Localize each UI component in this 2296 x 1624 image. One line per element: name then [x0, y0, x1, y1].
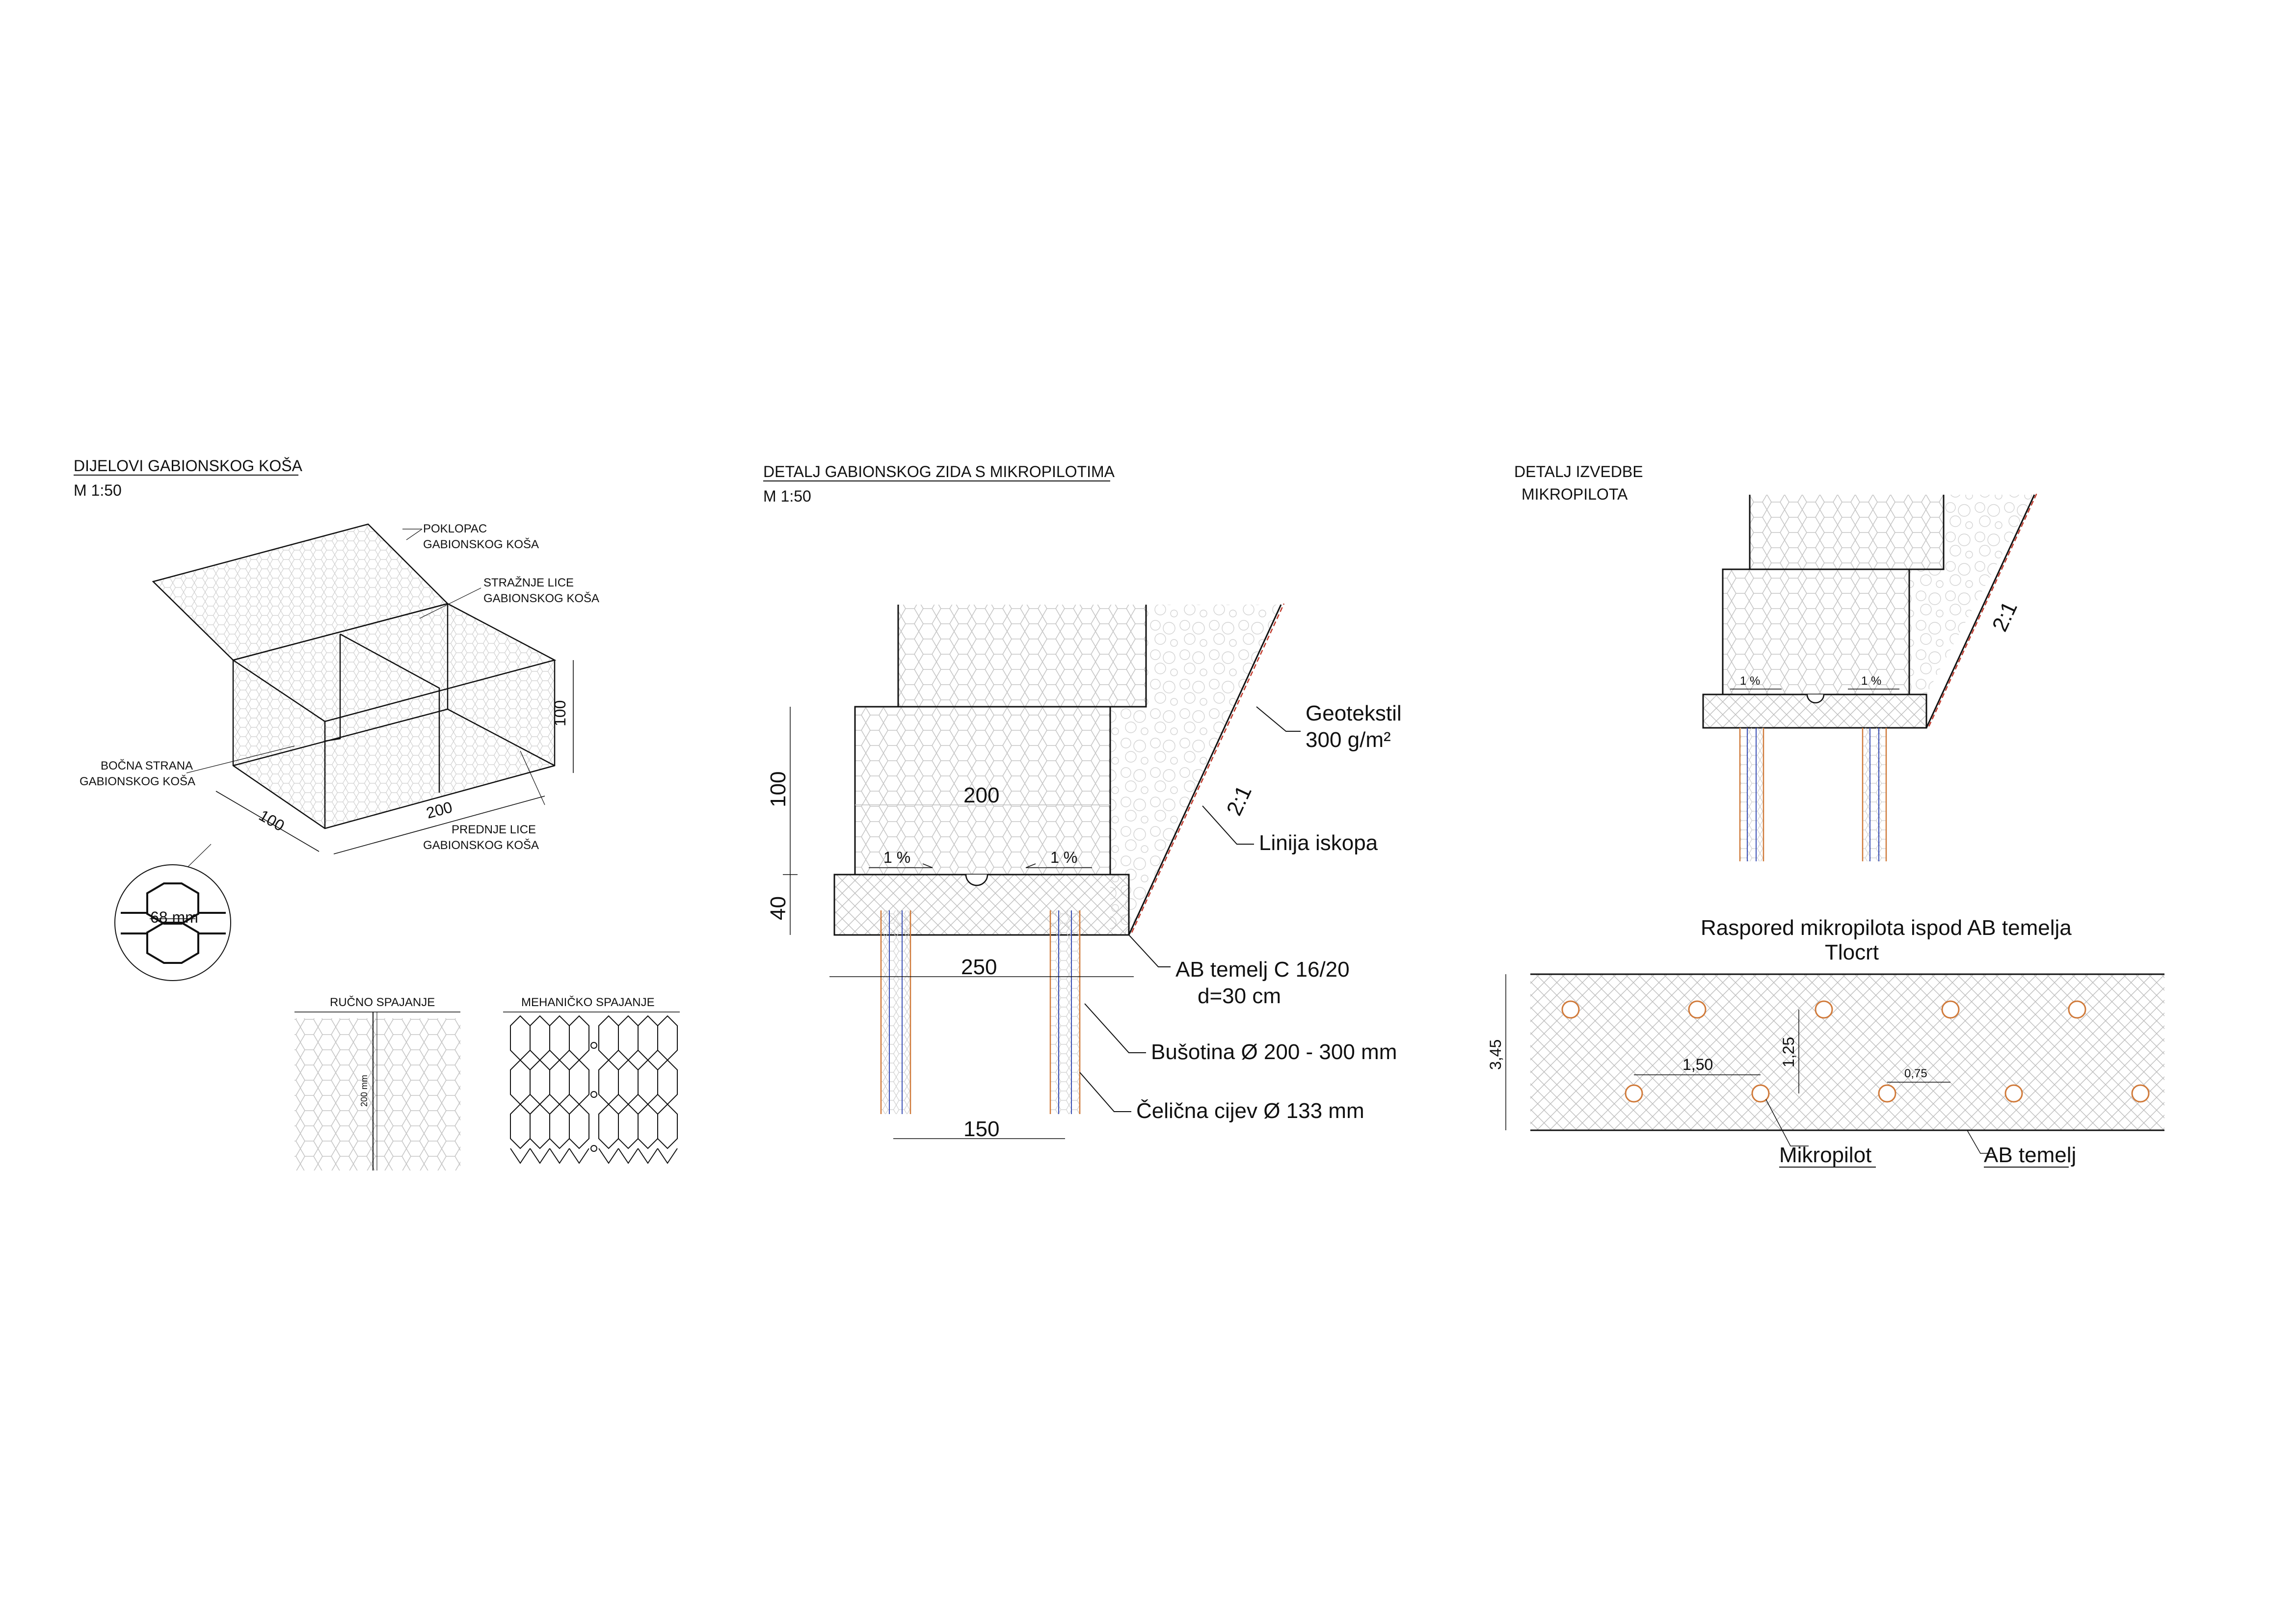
excavation-line	[1128, 604, 1282, 935]
back-face-label-2: GABIONSKOG KOŠA	[483, 591, 599, 605]
slope-right: 1 %	[1050, 849, 1077, 866]
panel3-slope-ratio: 2:1	[1988, 598, 2022, 635]
gabion-box-edges	[231, 603, 557, 829]
panel1-title: DIJELOVI GABIONSKOG KOŠA	[74, 457, 303, 475]
mesh-detail-hexagons	[121, 882, 226, 964]
plan-piles	[1561, 1000, 2150, 1103]
panel2-dim-lines	[783, 707, 1134, 1139]
panel1-dim-lines	[215, 660, 574, 854]
plan-dim-spacing-y: 1,25	[1780, 1037, 1797, 1067]
piles-left	[880, 910, 911, 1114]
join-manual-mesh	[294, 1018, 460, 1171]
plan-foundation	[1530, 974, 2164, 1130]
join-manual-label: RUČNO SPAJANJE	[330, 995, 435, 1009]
dim-height-gabion: 100	[766, 772, 790, 807]
panel2-scale: M 1:50	[763, 487, 811, 505]
panel3-gabion-lower	[1722, 568, 1910, 695]
plan-label-pile: Mikropilot	[1779, 1143, 1871, 1167]
panel3-title-1: DETALJ IZVEDBE	[1514, 463, 1643, 480]
dim-pile-spacing: 150	[963, 1117, 999, 1141]
panel3-slope-left: 1 %	[1740, 674, 1760, 688]
drain-notch	[965, 874, 988, 886]
dim-height: 100	[551, 700, 569, 726]
geotextile-line	[1131, 603, 1285, 933]
front-face-label-1: PREDNJE LICE	[452, 823, 536, 836]
plan-dim-lines	[1505, 974, 1993, 1154]
panel3-drain-notch	[1806, 694, 1825, 704]
lid-label-1: POKLOPAC	[423, 522, 487, 535]
plan-title-1: Raspored mikropilota ispod AB temelja	[1701, 916, 2072, 940]
piles-right	[1049, 910, 1081, 1114]
borehole-label: Bušotina Ø 200 - 300 mm	[1151, 1040, 1397, 1064]
panel2-leaders	[1079, 706, 1301, 1112]
panel-pile-detail: DETALJ IZVEDBE MIKROPILOTA 1 % 1 % 2:1	[1514, 463, 2038, 861]
join-mechanical-label: MEHANIČKO SPAJANJE	[521, 995, 655, 1009]
lid-label-2: GABIONSKOG KOŠA	[423, 537, 539, 551]
slope-ratio: 2:1	[1222, 782, 1256, 819]
geotextile-label-2: 300 g/m²	[1306, 728, 1391, 752]
panel-wall-detail: DETALJ GABIONSKOG ZIDA S MIKROPILOTIMA M…	[763, 463, 1402, 1141]
panel3-piles	[1739, 728, 1887, 861]
plan-label-foundation: AB temelj	[1984, 1143, 2076, 1167]
gabion-box-fill	[233, 604, 555, 828]
slope-arrows	[869, 863, 1092, 868]
panel3-excavation-line	[1925, 494, 2035, 728]
side-label-2: GABIONSKOG KOŠA	[80, 774, 195, 788]
panel-pile-plan: Raspored mikropilota ispod AB temelja Tl…	[1487, 916, 2164, 1168]
dim-width-top: 200	[963, 783, 999, 807]
foundation-label-1: AB temelj C 16/20	[1175, 958, 1350, 982]
dim-height-found: 40	[766, 896, 790, 920]
join-manual-dim: 200 mm	[359, 1075, 369, 1107]
excavation-label: Linija iskopa	[1259, 831, 1378, 855]
panel2-title: DETALJ GABIONSKOG ZIDA S MIKROPILOTIMA	[763, 463, 1115, 480]
backfill-stones	[1110, 605, 1281, 935]
dim-length: 200	[424, 798, 454, 822]
panel3-title-2: MIKROPILOTA	[1522, 485, 1628, 503]
panel3-geotextile-line	[1928, 493, 2038, 727]
panel1-scale: M 1:50	[74, 481, 122, 499]
panel-gabion-parts: DIJELOVI GABIONSKOG KOŠA M 1:50 POKLOPAC…	[74, 457, 680, 1171]
pipe-label: Čelična cijev Ø 133 mm	[1136, 1098, 1364, 1123]
front-face-label-2: GABIONSKOG KOŠA	[423, 838, 539, 852]
foundation-label-2: d=30 cm	[1198, 984, 1281, 1008]
mesh-detail-label: 68 mm	[150, 908, 198, 926]
plan-dim-spacing-x: 1,50	[1682, 1056, 1713, 1073]
join-mechanical-mesh	[510, 1015, 678, 1164]
slope-left: 1 %	[883, 849, 910, 866]
back-face-label-1: STRAŽNJE LICE	[483, 576, 574, 589]
panel3-gabion-upper	[1750, 495, 1944, 569]
plan-dim-offset: 0,75	[1904, 1067, 1927, 1080]
gabion-upper	[898, 605, 1146, 707]
gabion-lower	[854, 706, 1111, 876]
geotextile-label-1: Geotekstil	[1306, 701, 1402, 725]
side-label-1: BOČNA STRANA	[101, 759, 193, 772]
dim-width-found: 250	[961, 955, 997, 979]
panel3-backfill	[1909, 495, 2034, 694]
panel3-slope-right: 1 %	[1861, 674, 1881, 688]
plan-dim-width: 3,45	[1487, 1039, 1504, 1070]
plan-title-2: Tlocrt	[1825, 940, 1879, 964]
join-mechanical-rings	[590, 1042, 597, 1152]
